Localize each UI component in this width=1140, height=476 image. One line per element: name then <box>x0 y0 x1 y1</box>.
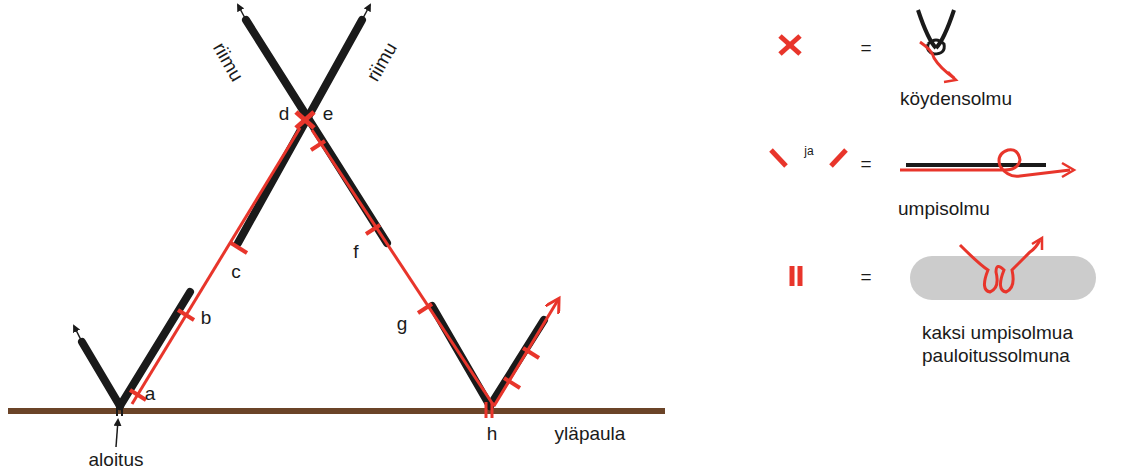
square-lashing-sample <box>918 10 956 82</box>
lashing-mark <box>296 112 314 128</box>
legend-text: köydensolmu <box>900 88 1100 111</box>
half-hitch-sample <box>900 150 1074 177</box>
callout-letter: g <box>397 313 408 335</box>
half-hitch-mark <box>130 141 539 400</box>
equals-sign: = <box>860 266 871 288</box>
callout-letter: c <box>231 261 241 283</box>
clove-hitch-mark <box>486 402 492 418</box>
start-label: aloitus <box>89 449 144 471</box>
legend-text: umpisolmu <box>898 198 1098 221</box>
callout-letter: h <box>487 423 498 445</box>
pole-arrow <box>74 5 370 342</box>
callout-letter: a <box>145 383 156 405</box>
legend-text: kaksi umpisolmua pauloitussolmuna <box>922 322 1122 368</box>
callout-letter: e <box>323 103 334 125</box>
pole-name: riimu <box>208 39 248 86</box>
ridge-rope <box>8 408 665 414</box>
start-arrow <box>116 420 118 447</box>
equals-sign: = <box>860 153 871 175</box>
binding-rope <box>132 128 558 406</box>
callout-letter: d <box>279 103 290 125</box>
pole <box>82 20 544 406</box>
callout-letter: f <box>353 241 358 263</box>
lashing-mark <box>771 36 846 286</box>
equals-sign: = <box>860 37 871 59</box>
conjunction-text: ja <box>804 145 813 159</box>
clove-hitch-mark <box>117 403 122 416</box>
clove-hitch-sample <box>910 238 1096 300</box>
callout-letter: b <box>201 307 212 329</box>
ridge-rope-label: yläpaula <box>555 423 626 445</box>
pole-name: riimu <box>362 39 402 86</box>
